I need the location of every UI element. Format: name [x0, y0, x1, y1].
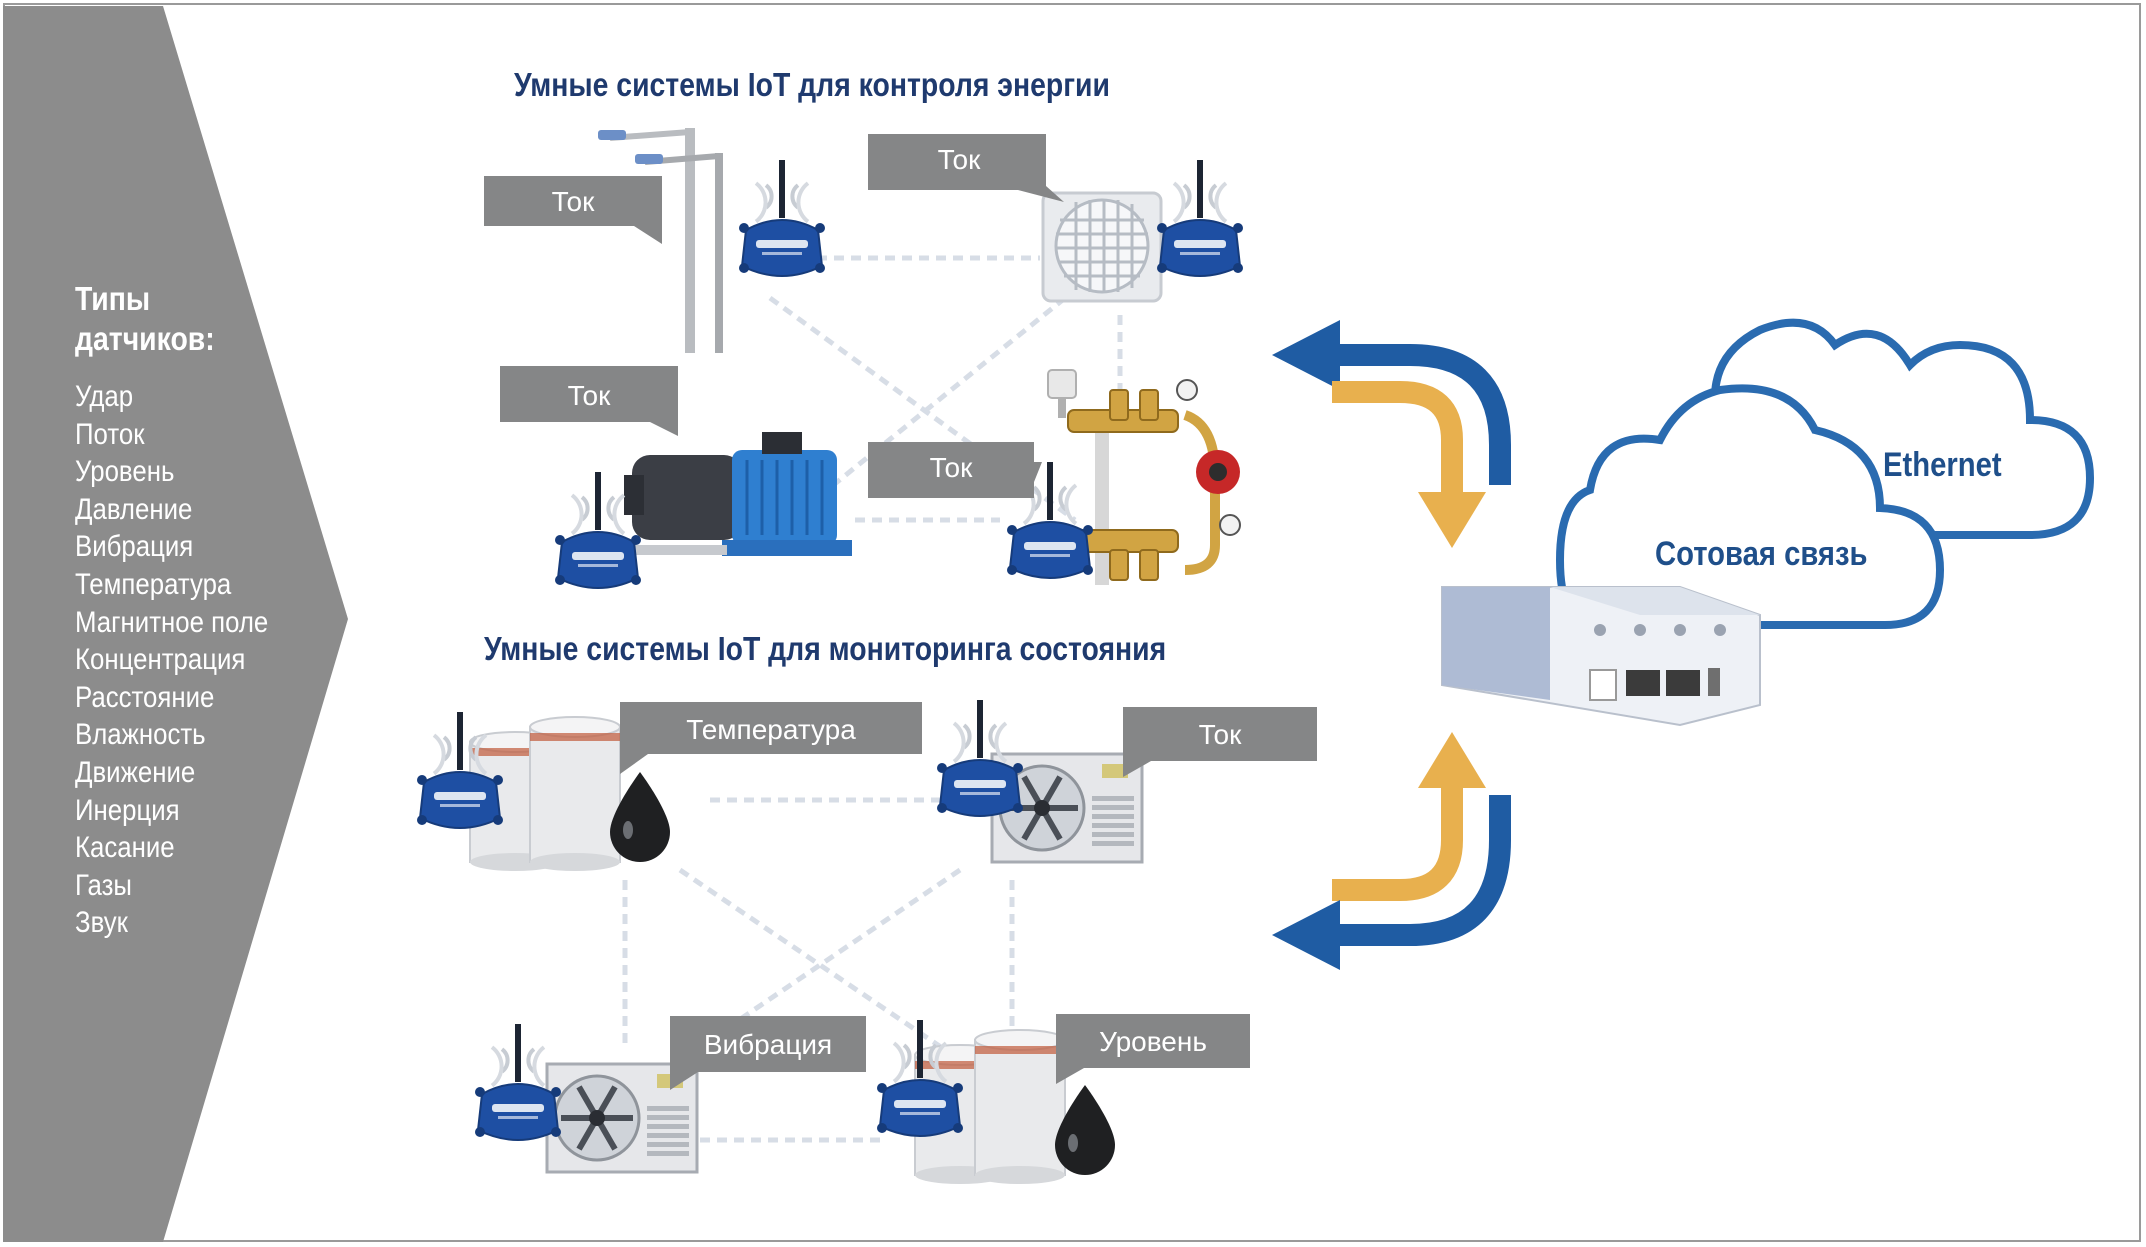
- antenna-icon: [977, 700, 983, 758]
- wireless-sensor-icon: [739, 160, 825, 277]
- antenna-icon: [779, 160, 785, 218]
- antenna-icon: [917, 1020, 923, 1078]
- callout-cooler-bottom: Вибрация: [670, 1016, 866, 1090]
- signal-waves-icon: [754, 181, 810, 224]
- router-icon: [1441, 586, 1761, 727]
- antenna-icon: [515, 1024, 521, 1082]
- streetlight-icon: [598, 128, 723, 353]
- panel-chevron-shape: [3, 6, 348, 1242]
- antenna-icon: [457, 712, 463, 770]
- signal-waves-icon: [952, 721, 1008, 764]
- storage-tank-icon: [469, 716, 670, 871]
- sensor-type-item: Поток: [75, 417, 145, 451]
- wireless-sensor-icon: [937, 700, 1023, 817]
- arrowhead-gold-bottom: [1418, 732, 1486, 788]
- cellular-label: Сотовая связь: [1655, 535, 1868, 573]
- sensor-type-item: Инерция: [75, 793, 180, 827]
- uplink-arrow-blue-top: [1335, 344, 1511, 485]
- sensor-type-item: Вибрация: [75, 530, 194, 564]
- signal-waves-icon: [1172, 181, 1228, 224]
- sensor-type-item: Концентрация: [75, 643, 246, 677]
- signal-waves-icon: [570, 493, 626, 536]
- air-cooler-icon: [545, 1062, 699, 1174]
- callout-streetlight: Ток: [484, 176, 662, 244]
- wireless-sensor-icon: [1157, 160, 1243, 277]
- sensor-type-item: Звук: [75, 906, 128, 940]
- sensor-type-item: Температура: [75, 567, 232, 601]
- signal-waves-icon: [432, 733, 488, 776]
- arrowhead-gold-top: [1418, 492, 1486, 548]
- callout-heating-manifold: Ток: [868, 442, 1042, 512]
- sensor-type-item: Давление: [75, 492, 193, 526]
- sensor-type-item: Движение: [75, 755, 196, 789]
- mesh-link: [678, 867, 962, 1063]
- oil-drop-icon: [1055, 1085, 1115, 1175]
- cellular-cloud-shape: [1555, 384, 1945, 629]
- callout-tank-bottom: Уровень: [1056, 1014, 1250, 1084]
- ethernet-label: Ethernet: [1883, 446, 2002, 484]
- uplink-arrow-gold-bottom: [1332, 785, 1463, 901]
- sensor-type-item: Уровень: [75, 455, 175, 489]
- sensor-type-item: Газы: [75, 868, 132, 902]
- callout-pump: Ток: [500, 366, 678, 436]
- signal-waves-icon: [892, 1041, 948, 1084]
- wireless-sensor-icon: [475, 1024, 561, 1141]
- antenna-icon: [595, 472, 601, 530]
- sensor-type-item: Расстояние: [75, 680, 215, 714]
- arrowhead-blue-bottom: [1272, 900, 1340, 970]
- antenna-icon: [1197, 160, 1203, 218]
- signal-waves-icon: [490, 1045, 546, 1088]
- sensor-type-item: Удар: [75, 380, 134, 413]
- antenna-icon: [1047, 462, 1053, 520]
- downlink-arrow-blue-bottom: [1335, 795, 1511, 946]
- callout-cooler-top: Ток: [1123, 707, 1317, 777]
- arrowhead-blue-top: [1272, 320, 1340, 390]
- wireless-sensor-icon: [555, 472, 641, 589]
- oil-drop-icon: [610, 772, 670, 862]
- sensor-type-item: Влажность: [75, 718, 206, 752]
- wireless-sensor-icon: [417, 712, 503, 829]
- callout-fan-unit: Ток: [868, 134, 1064, 202]
- wireless-sensor-icon: [1007, 462, 1093, 579]
- callout-tank-top: Температура: [620, 702, 922, 774]
- monitoring-section-title: Умные системы IoT для мониторинга состоя…: [484, 630, 1167, 667]
- energy-section-title: Умные системы IoT для контроля энергии: [514, 66, 1110, 103]
- sensor-type-item: Касание: [75, 831, 175, 865]
- water-pump-icon: [617, 432, 852, 556]
- downlink-arrow-gold-top: [1332, 381, 1463, 495]
- heating-manifold-icon: [1047, 369, 1241, 585]
- sensor-type-item: Магнитное поле: [75, 605, 269, 639]
- wireless-sensor-icon: [877, 1020, 963, 1137]
- fan-grille-icon: [1041, 191, 1163, 303]
